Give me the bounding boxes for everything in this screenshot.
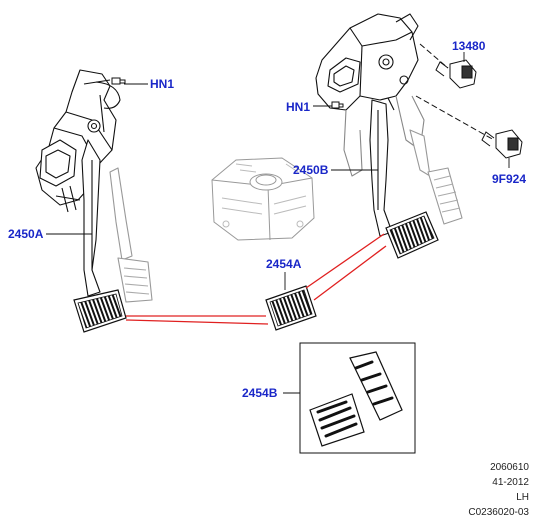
- callout-13480[interactable]: 13480: [452, 39, 486, 53]
- callout-9f924[interactable]: 9F924: [492, 172, 526, 186]
- red-connector-lines: [125, 233, 387, 325]
- right-pedal-pad: [385, 211, 439, 259]
- left-pedal-pad: [73, 289, 127, 333]
- switch-9f924: [481, 129, 523, 159]
- inset-box-2454b: [299, 342, 416, 454]
- diagram-reference-block: 2060610 41-2012 LH C0236020-03: [409, 460, 529, 520]
- reference-code-2: 41-2012: [492, 477, 529, 488]
- callout-2454b[interactable]: 2454B: [242, 386, 278, 400]
- callout-hn1-top[interactable]: HN1: [150, 77, 174, 91]
- pedal-pad-2454a: [265, 285, 317, 331]
- reference-code-1: 2060610: [490, 462, 529, 473]
- callout-2454a[interactable]: 2454A: [266, 257, 302, 271]
- left-pedal-assembly: [35, 69, 153, 303]
- callout-2450a[interactable]: 2450A: [8, 227, 44, 241]
- reference-code-3: C0236020-03: [468, 507, 529, 518]
- hn1-fasteners: [111, 77, 344, 109]
- switch-13480: [435, 59, 477, 89]
- reference-side: LH: [516, 492, 529, 503]
- callout-hn1-mid[interactable]: HN1: [286, 100, 310, 114]
- install-lines: [415, 43, 495, 141]
- right-pedal-assembly: [315, 13, 463, 237]
- selector-module: [211, 157, 315, 241]
- leader-lines: [46, 52, 510, 394]
- callout-2450b[interactable]: 2450B: [293, 163, 329, 177]
